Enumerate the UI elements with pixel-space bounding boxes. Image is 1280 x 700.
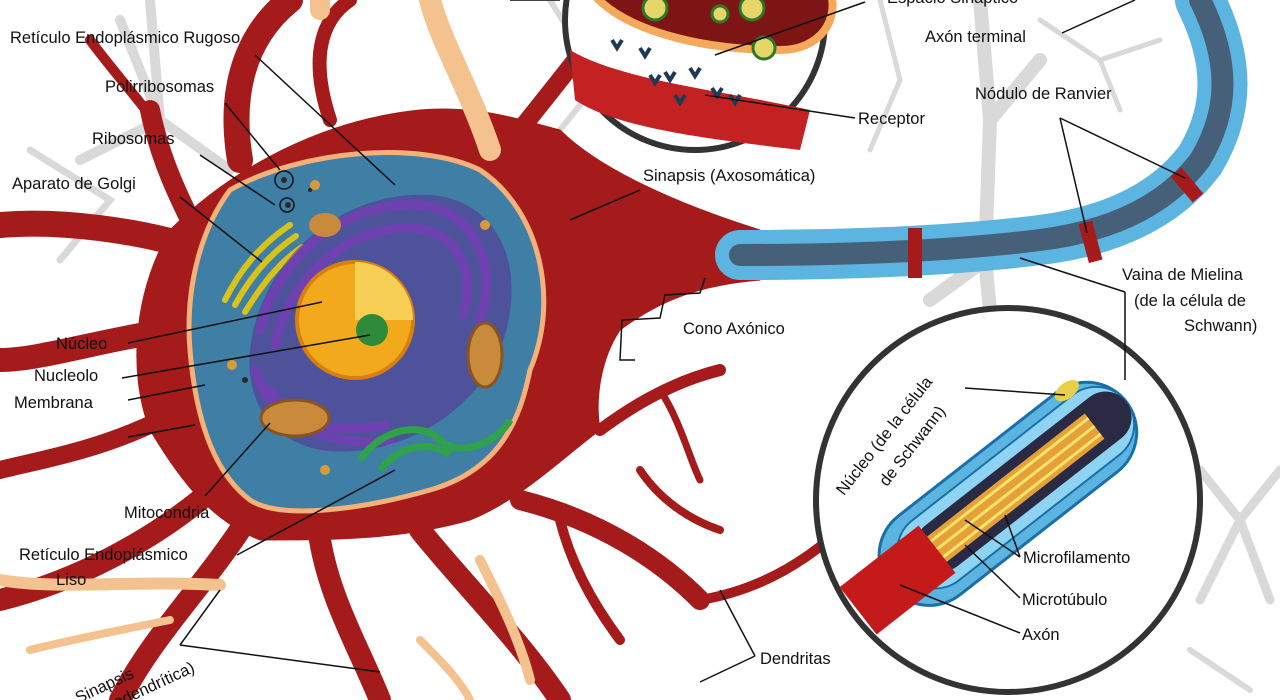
label-axon-terminal: Axón terminal: [925, 28, 1026, 46]
label-membrana: Membrana: [14, 394, 93, 412]
label-nodulo-ranvier: Nódulo de Ranvier: [975, 85, 1112, 103]
mitochondria: [259, 213, 504, 438]
label-axon: Axón: [1022, 626, 1060, 644]
label-mitocondria: Mitocondria: [124, 504, 210, 522]
label-dendritas: Dendritas: [760, 650, 831, 668]
label-golgi: Aparato de Golgi: [12, 175, 136, 193]
label-espacio-sinaptico: Espacio Sinaptico: [887, 0, 1018, 8]
label-polirribosomas: Polirribosomas: [105, 78, 215, 96]
label-cono-axonico: Cono Axónico: [683, 320, 785, 338]
label-receptor: Receptor: [858, 110, 925, 128]
ribosome-circle: [279, 197, 295, 213]
label-nucleo: Núcleo: [56, 335, 108, 353]
nucleus-cutaway: [355, 262, 413, 320]
label-nucleolo: Nucleolo: [34, 367, 99, 385]
synaptic-terminals: [0, 0, 535, 700]
label-microfilamento: Microfilamento: [1023, 549, 1131, 567]
synapse-inset: [562, 0, 837, 153]
label-vaina-mielina-2: (de la célula de: [1134, 292, 1246, 310]
label-ribosomas: Ribosomas: [92, 130, 175, 148]
label-reticulo-liso-1: Retículo Endoplásmico: [19, 546, 188, 564]
label-vaina-mielina-1: Vaina de Mielina: [1122, 266, 1243, 284]
nucleolus: [356, 314, 388, 346]
ribosome-dots: [227, 177, 490, 475]
label-vaina-mielina-3: Schwann): [1184, 317, 1258, 335]
leader-lines: [121, 0, 1186, 683]
myelin-inset: [813, 305, 1203, 695]
ranvier-nodes: [908, 167, 1204, 278]
label-reticulo-rugoso: Retículo Endoplásmico Rugoso: [10, 29, 241, 47]
label-reticulo-liso-2: Liso: [56, 571, 87, 589]
smooth-er: [357, 418, 514, 473]
polirribosome-circle: [274, 170, 294, 190]
label-sinapsis-axosomatica: Sinapsis (Axosomática): [643, 167, 816, 185]
label-microtubulo: Microtúbulo: [1022, 591, 1108, 609]
myelinated-axon: [715, 0, 1248, 280]
